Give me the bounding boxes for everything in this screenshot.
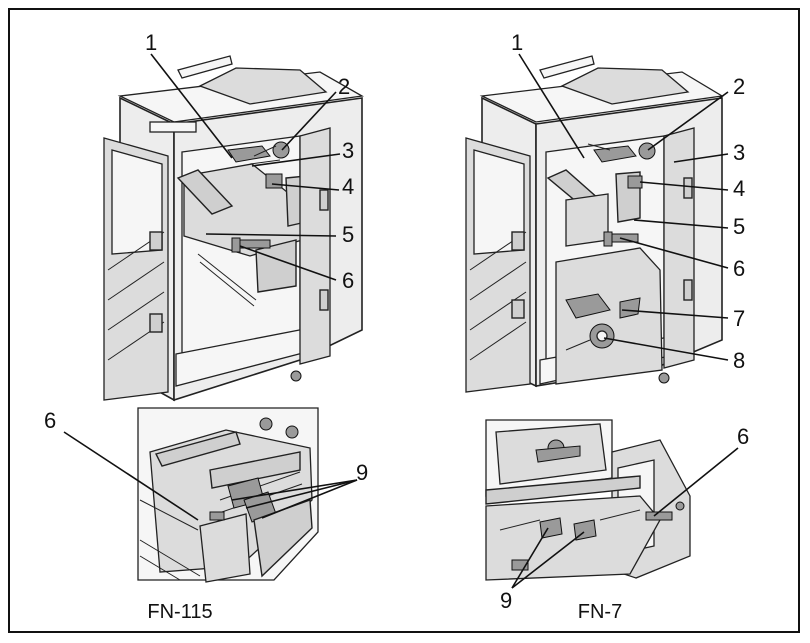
- fn115-finisher-illustration: [103, 55, 364, 402]
- fn7-detail-callouts: 6 9: [500, 424, 749, 613]
- callout-1: 1: [511, 30, 523, 55]
- callout-2: 2: [733, 74, 745, 99]
- callout-9: 9: [500, 588, 512, 613]
- callout-8: 8: [733, 348, 745, 373]
- callout-4: 4: [733, 176, 745, 201]
- fn7-top-callouts: 1 2 3 4 5 6 7 8: [511, 30, 745, 373]
- callout-1: 1: [145, 30, 157, 55]
- callout-6: 6: [342, 268, 354, 293]
- callout-3: 3: [342, 138, 354, 163]
- callout-2: 2: [338, 74, 350, 99]
- callout-4: 4: [342, 174, 354, 199]
- fn7-detail-illustration: [485, 419, 691, 581]
- callout-6: 6: [737, 424, 749, 449]
- fn115-detail-callouts: 6 9: [44, 408, 368, 485]
- callout-5: 5: [733, 214, 745, 239]
- callout-6: 6: [733, 256, 745, 281]
- model-caption-fn7: FN-7: [578, 601, 622, 623]
- callout-7: 7: [733, 306, 745, 331]
- callout-6: 6: [44, 408, 56, 433]
- fn115-detail-illustration: [137, 407, 319, 583]
- callout-9: 9: [356, 460, 368, 485]
- leader-lines: [63, 53, 739, 589]
- callout-5: 5: [342, 222, 354, 247]
- callout-3: 3: [733, 140, 745, 165]
- fn115-top-callouts: 1 2 3 4 5 6: [145, 30, 354, 293]
- model-caption-fn115: FN-115: [147, 601, 212, 623]
- diagram-frame: [8, 8, 800, 633]
